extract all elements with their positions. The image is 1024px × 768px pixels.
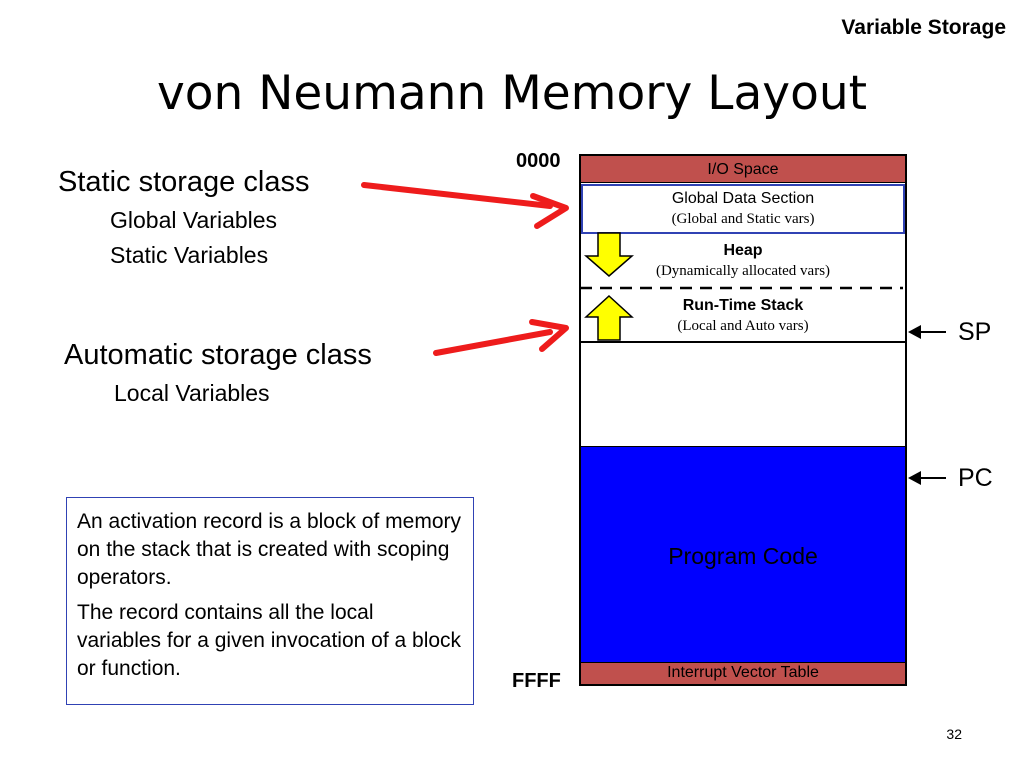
note-paragraph-2: The record contains all the local variab…	[77, 601, 462, 680]
stack-growth-arrow-icon	[584, 294, 634, 341]
sp-pointer-arrow-icon	[908, 325, 946, 339]
pc-pointer-arrow-icon	[908, 471, 946, 485]
global-variables-label: Global Variables	[110, 207, 278, 233]
automatic-pointer-arrow-icon	[433, 319, 569, 356]
stack-segment: Run-Time Stack (Local and Auto vars)	[581, 291, 905, 343]
sp-register-label: SP	[958, 318, 992, 346]
stack-title: Run-Time Stack	[682, 297, 804, 314]
global-data-detail: (Global and Static vars)	[671, 211, 815, 227]
global-data-title: Global Data Section	[671, 190, 815, 207]
start-address: 0000	[516, 150, 561, 172]
io-space-segment: I/O Space	[581, 156, 905, 183]
activation-record-note: An activation record is a block of memor…	[66, 497, 474, 705]
pc-register-label: PC	[958, 464, 993, 492]
local-variables-label: Local Variables	[114, 380, 270, 406]
heap-detail: (Dynamically allocated vars)	[655, 263, 831, 279]
global-data-segment: Global Data Section (Global and Static v…	[581, 184, 905, 234]
memory-layout: I/O Space Global Data Section (Global an…	[579, 154, 907, 686]
stack-detail: (Local and Auto vars)	[677, 318, 809, 334]
static-variables-label: Static Variables	[110, 242, 269, 268]
heap-segment: Heap (Dynamically allocated vars)	[581, 236, 905, 290]
interrupt-vector-table-segment: Interrupt Vector Table	[581, 662, 905, 684]
slide-topic: Variable Storage	[841, 16, 1006, 39]
static-storage-class-label: Static storage class	[58, 166, 310, 198]
slide-title: von Neumann Memory Layout	[156, 66, 868, 121]
program-code-segment: Program Code	[581, 446, 905, 662]
end-address: FFFF	[512, 670, 561, 692]
note-paragraph-1: An activation record is a block of memor…	[77, 510, 461, 589]
heap-growth-arrow-icon	[583, 232, 635, 277]
page-number: 32	[946, 726, 962, 742]
static-pointer-arrow-icon	[361, 182, 569, 229]
heap-title: Heap	[723, 242, 763, 259]
automatic-storage-class-label: Automatic storage class	[64, 339, 372, 371]
